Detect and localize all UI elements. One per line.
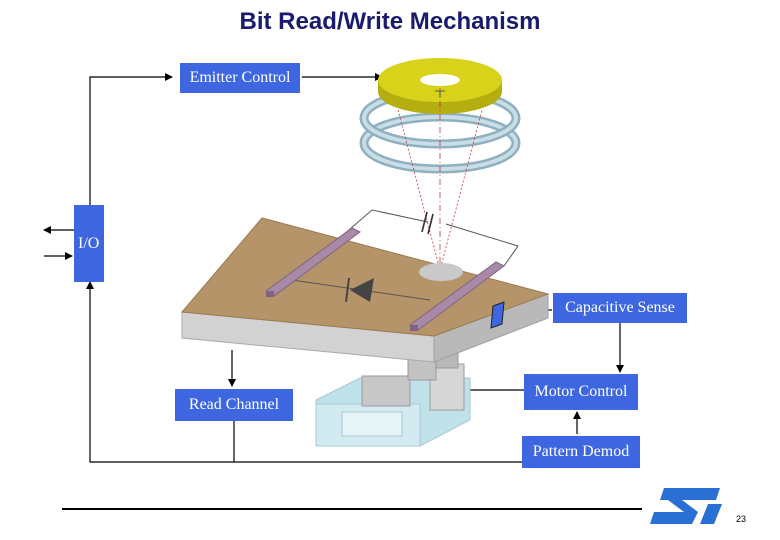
capacitor-plate-left xyxy=(421,211,428,233)
io-label: I/O xyxy=(78,234,100,252)
pattern-demod-box: Pattern Demod xyxy=(522,436,640,468)
diagram-title: Bit Read/Write Mechanism xyxy=(239,8,541,35)
capacitive-sense-label: Capacitive Sense xyxy=(565,299,675,316)
platform-top xyxy=(180,217,550,337)
io-box: I/O xyxy=(74,205,104,282)
sense-wire xyxy=(341,209,519,267)
motor-control-box: Motor Control xyxy=(524,374,638,410)
capacitor-plate-right xyxy=(427,213,434,235)
emitter-control-label: Emitter Control xyxy=(189,69,291,86)
pattern-demod-label: Pattern Demod xyxy=(532,443,630,460)
read-channel-box: Read Channel xyxy=(175,389,293,421)
io-to-emitter-control-arrow xyxy=(89,73,173,205)
capacitive-sensor xyxy=(490,301,505,329)
capacitive-sense-box: Capacitive Sense xyxy=(553,293,687,323)
read-spot xyxy=(419,263,463,281)
st-logo xyxy=(650,488,722,524)
read-channel-label: Read Channel xyxy=(188,396,280,413)
emitter-aperture xyxy=(420,74,460,86)
emitter-control-box: Emitter Control xyxy=(180,63,300,93)
pattern-demod-to-io-arrow xyxy=(86,281,622,463)
motor-control-label: Motor Control xyxy=(534,383,628,400)
diode-icon xyxy=(350,278,374,302)
page-number: 23 xyxy=(735,514,746,524)
media-platform xyxy=(180,209,550,363)
emitter-assembly xyxy=(359,58,521,272)
footer-rule xyxy=(62,508,642,510)
